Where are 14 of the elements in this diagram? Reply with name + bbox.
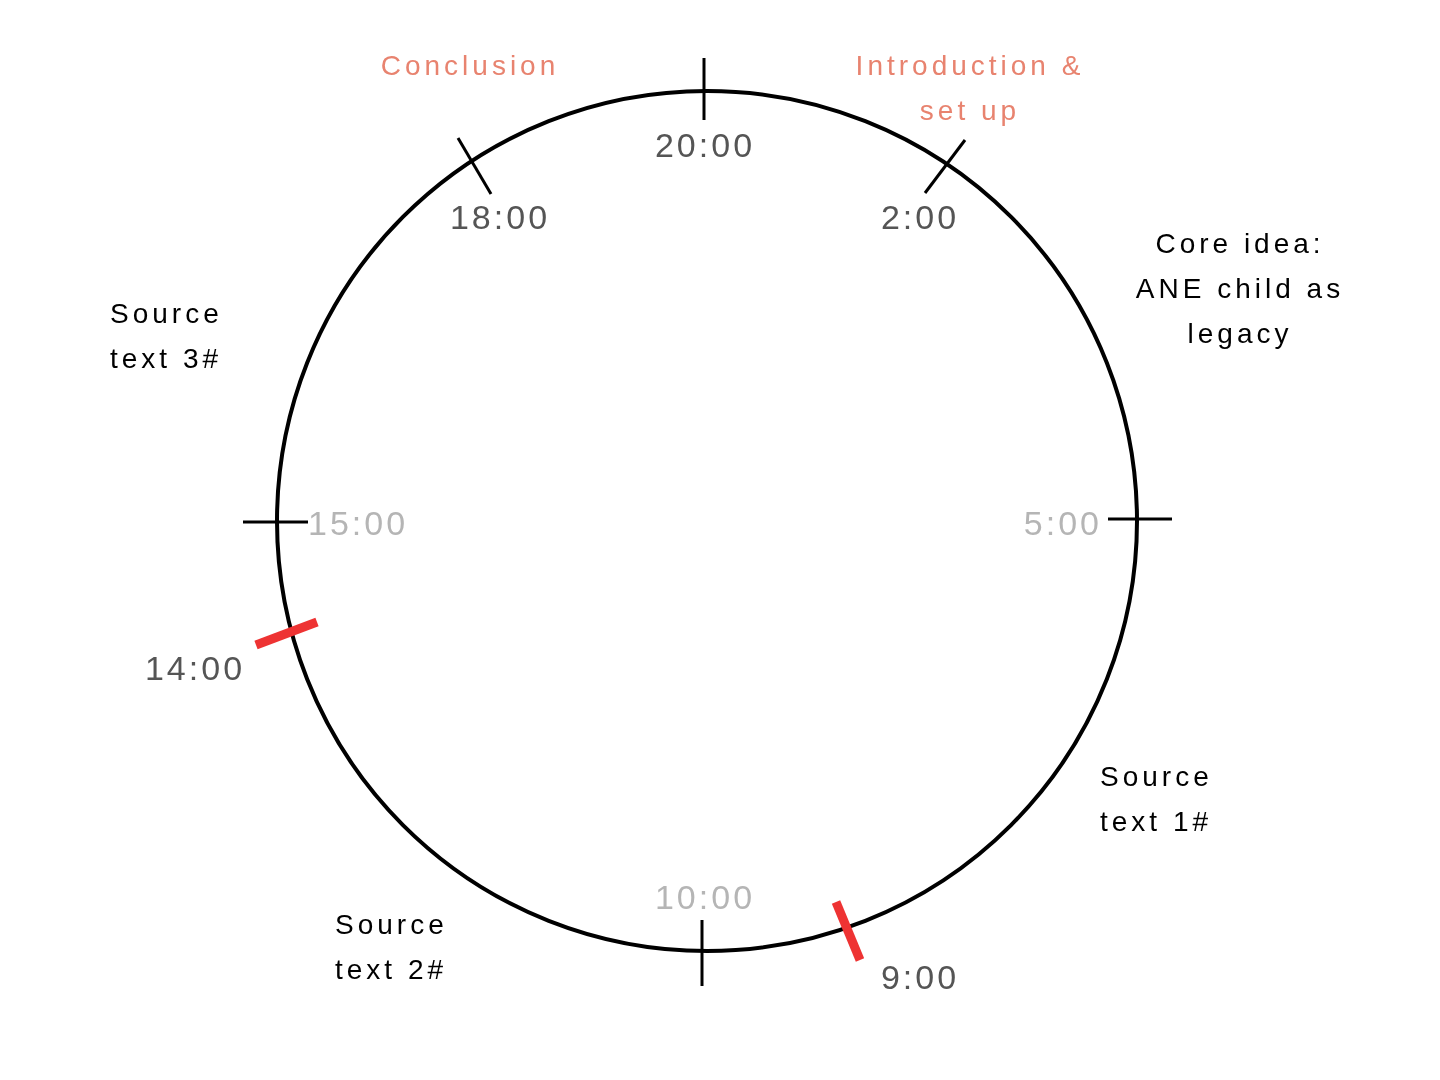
section-label: Core idea: ANE child as legacy — [1134, 227, 1346, 351]
section-label: Conclusion — [379, 49, 561, 83]
time-label: 5:00 — [1022, 503, 1102, 544]
time-label: 20:00 — [653, 125, 757, 166]
section-label: Source text 3# — [110, 297, 224, 376]
time-label: 2:00 — [879, 197, 961, 238]
section-label: Introduction & set up — [854, 49, 1086, 128]
time-label: 18:00 — [448, 197, 552, 238]
time-label: 9:00 — [879, 957, 961, 998]
time-label: 15:00 — [308, 503, 410, 544]
section-label: Source text 1# — [1100, 760, 1214, 839]
section-label: Source text 2# — [335, 908, 449, 987]
time-label: 10:00 — [653, 877, 757, 918]
time-label: 14:00 — [143, 648, 247, 689]
